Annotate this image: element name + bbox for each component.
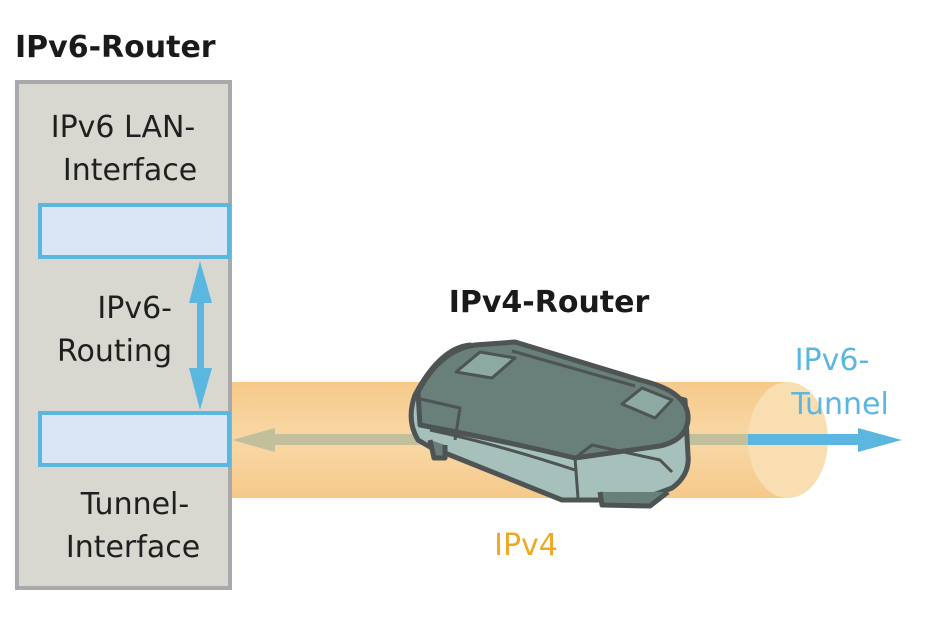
ipv6-router-title: IPv6-Router [15, 30, 216, 65]
ipv4-router-title: IPv4-Router [449, 285, 650, 320]
lan-interface-box [38, 203, 231, 259]
ipv6-tunnel-arrowhead [858, 428, 902, 452]
lan-interface-label-line2: Interface [63, 153, 197, 188]
tunnel-interface-box [38, 411, 231, 467]
tunnel-interface-label-line2: Interface [66, 530, 200, 565]
ipv6-tunnel-arrow-line [748, 434, 863, 445]
routing-label-line1: IPv6- [97, 291, 172, 326]
routing-label-line2: Routing [57, 334, 172, 369]
ipv6-tunnel-label-line1: IPv6- [795, 343, 870, 378]
ipv6-tunnel-label-line2: Tunnel [790, 387, 889, 422]
routing-arrow-icon [189, 261, 212, 410]
ipv4-label: IPv4 [494, 528, 558, 563]
tunnel-inner-arrowhead [232, 428, 275, 452]
router-device-icon [408, 339, 691, 509]
lan-interface-label-line1: IPv6 LAN- [51, 110, 196, 145]
tunnel-interface-label-line1: Tunnel- [80, 487, 189, 522]
ipv6-router-box [15, 80, 232, 590]
